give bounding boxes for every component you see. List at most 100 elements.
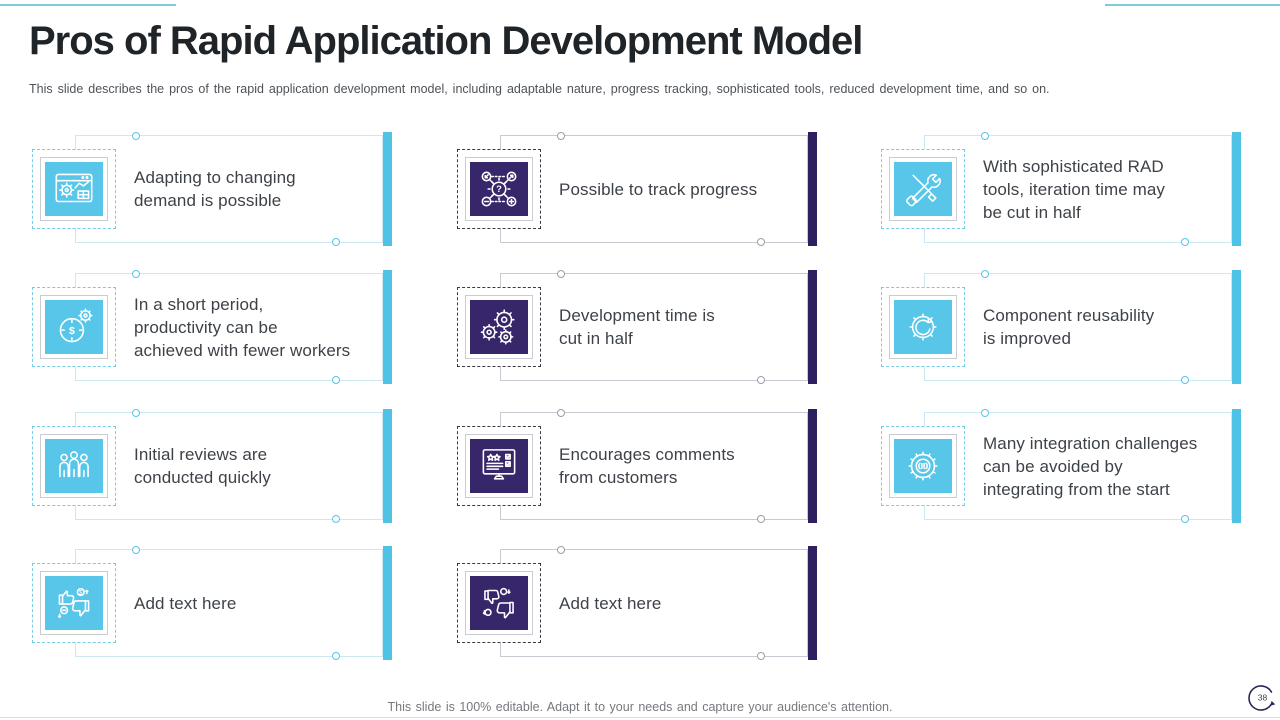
top-accent-line-right xyxy=(1105,4,1280,6)
card-text[interactable]: Initial reviews are conducted quickly xyxy=(134,445,271,487)
accent-bar xyxy=(1232,270,1241,384)
icon-frame: ? xyxy=(457,149,541,229)
handle-dot-top xyxy=(557,409,565,417)
accent-bar xyxy=(383,546,392,660)
monitor-review-icon xyxy=(470,439,528,493)
accent-bar xyxy=(808,409,817,523)
handle-dot-bottom xyxy=(332,515,340,523)
handle-dot-top xyxy=(132,270,140,278)
gears-icon xyxy=(470,300,528,354)
benefit-card: Component reusability is improved xyxy=(881,270,1241,384)
integration-gear-icon xyxy=(894,439,952,493)
accent-bar xyxy=(383,409,392,523)
icon-frame xyxy=(32,149,116,229)
card-text[interactable]: With sophisticated RAD tools, iteration … xyxy=(983,156,1166,222)
card-outline: Possible to track progress xyxy=(500,132,808,246)
icon-inner-border xyxy=(465,295,533,359)
card-text[interactable]: Encourages comments from customers xyxy=(559,445,735,487)
icon-inner-border xyxy=(40,157,108,221)
benefit-card: Add text here xyxy=(457,546,817,660)
icon-inner-border xyxy=(465,434,533,498)
icon-frame: $ xyxy=(32,287,116,367)
icon-inner-border: $ xyxy=(40,571,108,635)
card-outline: Add text here xyxy=(500,546,808,660)
card-text[interactable]: Many integration challenges can be avoid… xyxy=(983,433,1198,499)
icon-frame: $ xyxy=(32,563,116,643)
benefit-card: With sophisticated RAD tools, iteration … xyxy=(881,132,1241,246)
benefit-card: Initial reviews are conducted quickly xyxy=(32,409,392,523)
icon-inner-border xyxy=(889,295,957,359)
benefit-card: Add text here $ xyxy=(32,546,392,660)
benefit-card: Many integration challenges can be avoid… xyxy=(881,409,1241,523)
handle-dot-top xyxy=(132,546,140,554)
accent-bar xyxy=(383,132,392,246)
gear-question-icon: ? xyxy=(470,162,528,216)
icon-inner-border xyxy=(465,571,533,635)
tools-icon xyxy=(894,162,952,216)
accent-bar xyxy=(808,270,817,384)
card-text[interactable]: Add text here xyxy=(559,593,662,613)
page-number-badge: 38 xyxy=(1245,682,1277,714)
card-text[interactable]: Development time is cut in half xyxy=(559,306,715,348)
benefit-card: In a short period, productivity can be a… xyxy=(32,270,392,384)
card-text[interactable]: Possible to track progress xyxy=(559,179,758,199)
adaptive-dashboard-icon xyxy=(45,162,103,216)
handle-dot-bottom xyxy=(1181,515,1189,523)
svg-text:$: $ xyxy=(69,326,75,337)
icon-frame xyxy=(457,426,541,506)
card-outline: In a short period, productivity can be a… xyxy=(75,270,383,384)
page-title[interactable]: Pros of Rapid Application Development Mo… xyxy=(29,19,863,63)
handle-dot-top xyxy=(981,409,989,417)
card-outline: Adapting to changing demand is possible xyxy=(75,132,383,246)
clock-dollar-icon: $ xyxy=(45,300,103,354)
svg-text:?: ? xyxy=(496,184,502,194)
card-outline: Add text here xyxy=(75,546,383,660)
card-text[interactable]: In a short period, productivity can be a… xyxy=(134,294,351,360)
benefit-card: Adapting to changing demand is possible xyxy=(32,132,392,246)
team-icon xyxy=(45,439,103,493)
accent-bar xyxy=(808,132,817,246)
handle-dot-top xyxy=(981,270,989,278)
icon-frame xyxy=(881,149,965,229)
handle-dot-top xyxy=(132,132,140,140)
card-outline: Component reusability is improved xyxy=(924,270,1232,384)
handle-dot-bottom xyxy=(757,376,765,384)
icon-frame xyxy=(32,426,116,506)
handle-dot-bottom xyxy=(332,376,340,384)
card-outline: Many integration challenges can be avoid… xyxy=(924,409,1232,523)
handle-dot-bottom xyxy=(1181,376,1189,384)
gear-arrow-icon xyxy=(894,300,952,354)
footer-note: This slide is 100% editable. Adapt it to… xyxy=(387,700,893,714)
icon-frame xyxy=(881,426,965,506)
icon-inner-border xyxy=(40,434,108,498)
handle-dot-bottom xyxy=(332,652,340,660)
svg-text:$: $ xyxy=(79,589,83,596)
card-text[interactable]: Add text here xyxy=(134,593,237,613)
circular-arrow-icon xyxy=(1248,685,1273,711)
card-text[interactable]: Adapting to changing demand is possible xyxy=(134,168,296,210)
accent-bar xyxy=(1232,132,1241,246)
slide-subtitle[interactable]: This slide describes the pros of the rap… xyxy=(29,82,1050,96)
icon-frame xyxy=(881,287,965,367)
accent-bar xyxy=(1232,409,1241,523)
handle-dot-bottom xyxy=(1181,238,1189,246)
handle-dot-top xyxy=(557,546,565,554)
icon-inner-border: ? xyxy=(465,157,533,221)
icon-frame xyxy=(457,287,541,367)
benefit-card: Development time is cut in half xyxy=(457,270,817,384)
icon-frame xyxy=(457,563,541,643)
page-number: 38 xyxy=(1258,693,1268,703)
icon-inner-border: $ xyxy=(40,295,108,359)
handle-dot-top xyxy=(557,270,565,278)
card-text[interactable]: Component reusability is improved xyxy=(983,306,1155,348)
benefit-card: Possible to track progress ? xyxy=(457,132,817,246)
top-accent-line-left xyxy=(0,4,176,6)
handle-dot-bottom xyxy=(757,238,765,246)
handle-dot-bottom xyxy=(757,515,765,523)
accent-bar xyxy=(808,546,817,660)
card-outline: Development time is cut in half xyxy=(500,270,808,384)
thumbs-down-icon xyxy=(470,576,528,630)
card-outline: Encourages comments from customers xyxy=(500,409,808,523)
icon-inner-border xyxy=(889,157,957,221)
